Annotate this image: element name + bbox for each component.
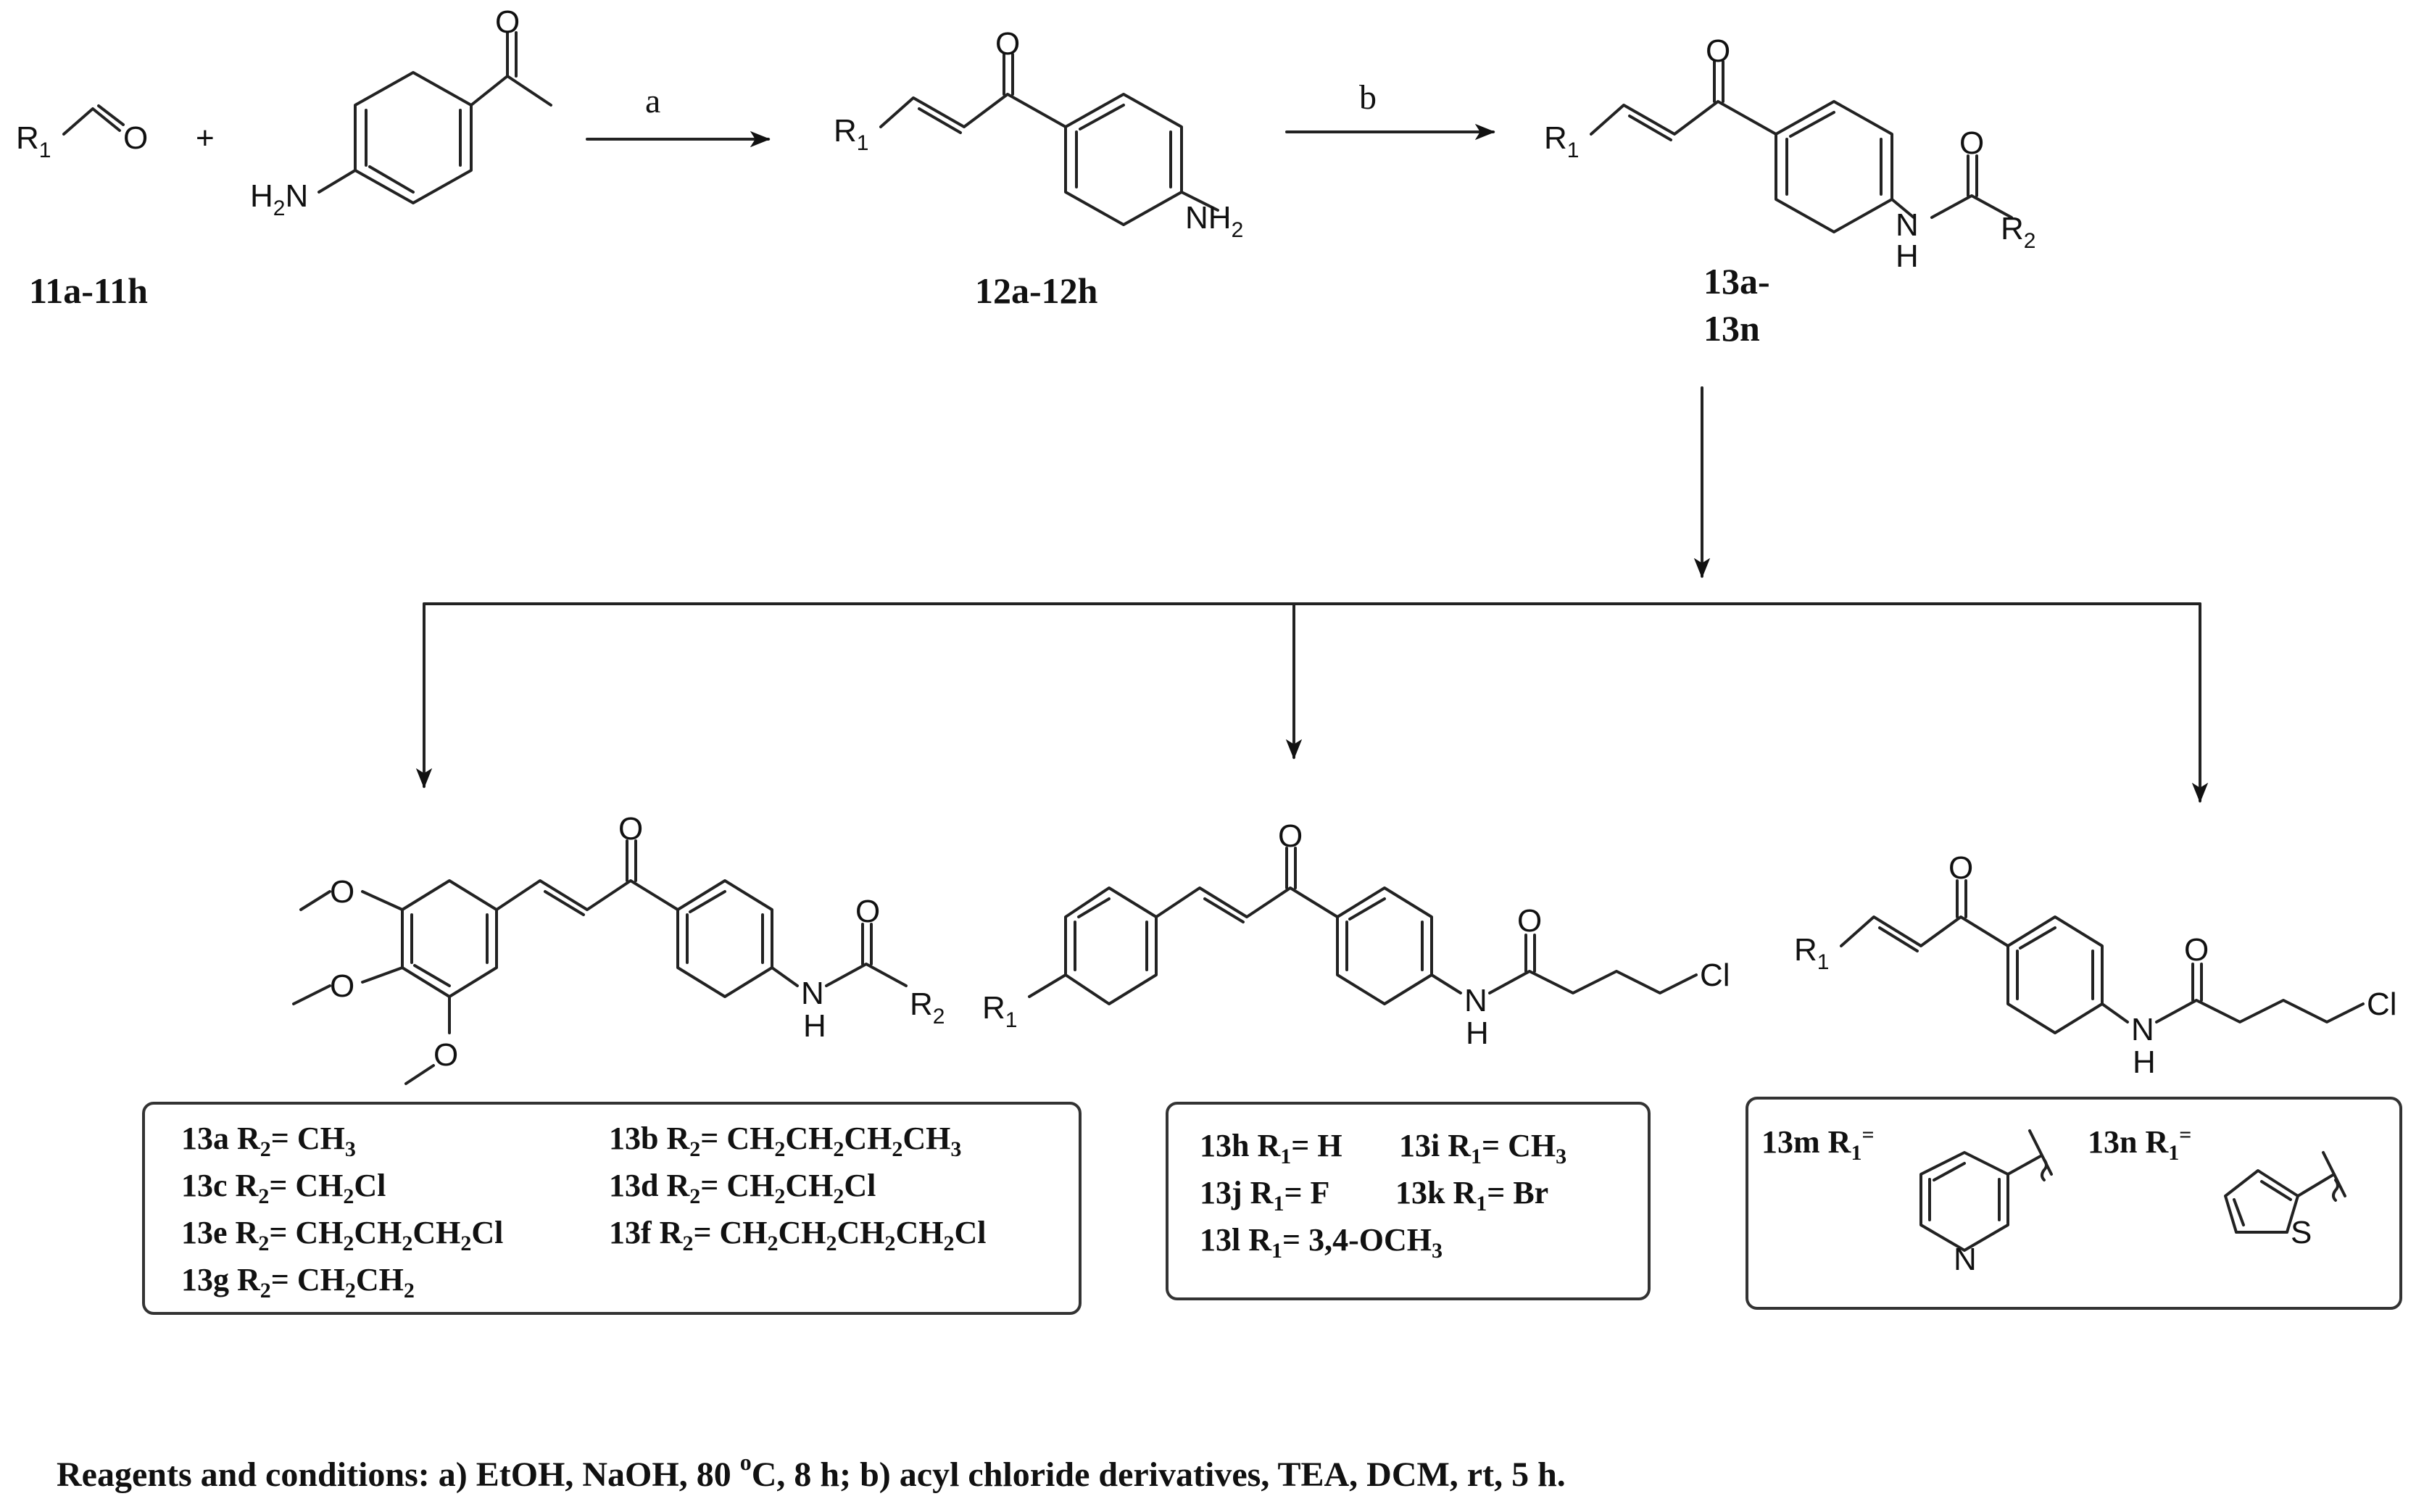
substituent-box-2: 13h R1= H 13i R1= CH3 13j R1= F 13k R1= … (1166, 1102, 1651, 1300)
svg-text:Cl: Cl (2367, 986, 2397, 1022)
arrow-b: b (1285, 78, 1495, 141)
svg-text:R2: R2 (910, 986, 945, 1029)
svg-text:N: N (1896, 207, 1919, 243)
pyridine-ring: N (1919, 1129, 2053, 1277)
svg-text:O: O (618, 811, 643, 847)
svg-text:N: N (1954, 1242, 1977, 1277)
row-13b: 13b R2= CH2CH2CH2CH3 (609, 1121, 961, 1161)
branch-arrows (415, 386, 2209, 803)
aminoacetophenone-structure: O H2N (250, 4, 552, 220)
svg-text:O: O (1517, 903, 1542, 939)
svg-text:b: b (1359, 78, 1377, 117)
svg-text:O: O (330, 968, 354, 1004)
svg-text:N: N (1464, 983, 1487, 1018)
svg-text:O: O (123, 120, 148, 156)
svg-text:NH2: NH2 (1185, 200, 1243, 242)
row-13j: 13j R1= F (1200, 1175, 1329, 1216)
row-13h: 13h R1= H (1200, 1128, 1342, 1168)
amino-chalcone-structure: R1 O NH2 (834, 26, 1243, 242)
svg-text:R1: R1 (16, 120, 51, 162)
svg-text:R1: R1 (1794, 932, 1829, 974)
compound-label-12: 12a-12h (975, 270, 1098, 311)
row-13k: 13k R1= Br (1395, 1175, 1548, 1216)
row-13m: 13m R1= (1761, 1123, 1875, 1165)
svg-text:R1: R1 (834, 113, 868, 155)
compound-label-13-line2: 13n (1703, 308, 1760, 349)
row-13l: 13l R1= 3,4-OCH3 (1200, 1222, 1443, 1263)
trimethoxy-chalcone-structure: O O O O N H O R2 (292, 811, 945, 1085)
substituent-box-3: 13m R1= N 13n R1= S (1746, 1097, 2402, 1310)
svg-text:H: H (1896, 238, 1919, 274)
aldehyde-structure: R1 O (16, 104, 148, 162)
svg-text:O: O (495, 4, 520, 40)
substituent-box-1: 13a R2= CH3 13b R2= CH2CH2CH2CH3 13c R2=… (142, 1102, 1082, 1315)
svg-text:O: O (330, 874, 354, 910)
row-13d: 13d R2= CH2CH2Cl (609, 1168, 876, 1208)
svg-text:O: O (855, 894, 880, 929)
amide-chalcone-structure: R1 O N H O R2 (1544, 33, 2035, 274)
row-13n: 13n R1= (2088, 1123, 2191, 1165)
svg-text:O: O (433, 1037, 458, 1073)
svg-text:H: H (1466, 1015, 1489, 1051)
thiophene-ring: S (2224, 1151, 2346, 1250)
row-13e: 13e R2= CH2CH2CH2Cl (181, 1215, 503, 1255)
svg-text:R1: R1 (1544, 120, 1579, 162)
svg-text:O: O (1959, 125, 1984, 161)
svg-text:N: N (801, 976, 824, 1011)
row-13f: 13f R2= CH2CH2CH2CH2Cl (609, 1215, 987, 1255)
svg-text:Cl: Cl (1700, 958, 1730, 993)
svg-text:R2: R2 (2001, 211, 2035, 253)
svg-text:a: a (645, 82, 660, 120)
row-13g: 13g R2= CH2CH2 (181, 1262, 415, 1303)
row-13c: 13c R2= CH2Cl (181, 1168, 386, 1208)
compound-label-11: 11a-11h (29, 270, 148, 311)
row-13i: 13i R1= CH3 (1399, 1128, 1566, 1168)
aryl-chlorobutanamide-structure: R1 O N H O Cl (982, 818, 1730, 1051)
svg-text:O: O (1278, 818, 1303, 854)
svg-text:H2N: H2N (250, 178, 308, 220)
compound-label-13-line1: 13a- (1703, 261, 1770, 302)
reagents-and-conditions: Reagents and conditions: a) EtOH, NaOH, … (57, 1449, 1566, 1494)
heteroaryl-chlorobutanamide-structure: R1 O N H O Cl (1794, 850, 2397, 1080)
svg-text:O: O (995, 26, 1020, 62)
svg-text:O: O (2184, 932, 2209, 968)
svg-text:S: S (2291, 1215, 2312, 1250)
svg-text:H: H (2133, 1044, 2156, 1080)
svg-text:O: O (1948, 850, 1973, 886)
svg-text:R1: R1 (982, 990, 1017, 1032)
svg-text:O: O (1706, 33, 1730, 69)
svg-text:N: N (2131, 1012, 2154, 1047)
svg-text:H: H (803, 1008, 826, 1044)
plus-sign: + (196, 120, 215, 156)
row-13a: 13a R2= CH3 (181, 1121, 356, 1161)
arrow-a: a (586, 82, 771, 148)
